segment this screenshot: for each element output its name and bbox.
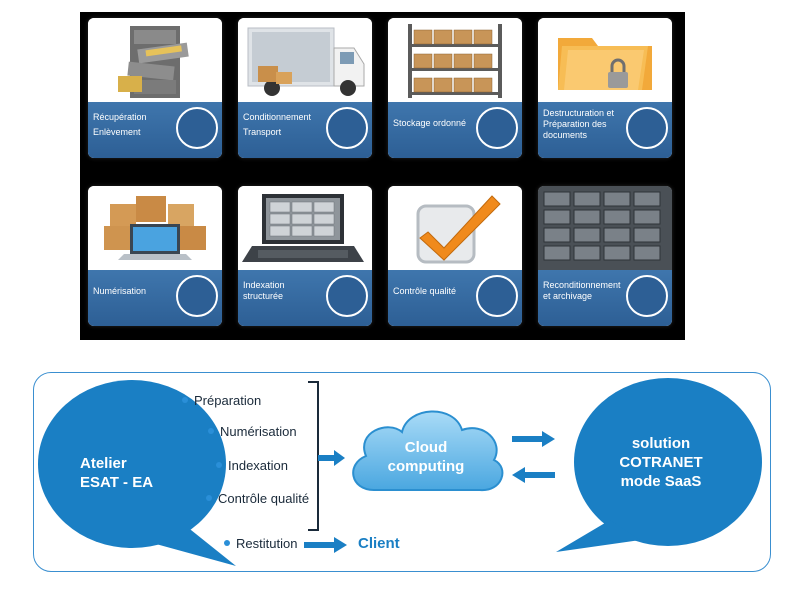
step-label: Indexation [228, 458, 288, 473]
tile-recuperation: Récupération Enlèvement [88, 18, 222, 158]
arrow-from-cotranet-icon [512, 467, 555, 483]
laptop-boxes-icon [88, 186, 222, 270]
tile-label: Conditionnement Transport [243, 112, 312, 137]
tile-band: Contrôle qualité [388, 270, 522, 326]
step-indexation: Indexation [216, 458, 288, 473]
tile-destructuration: Destructuration et Préparation des docum… [538, 18, 672, 158]
services-grid: Récupération Enlèvement Conditionnement … [80, 12, 685, 340]
left-bubble-line1: Atelier [80, 455, 127, 472]
tile-circle [476, 275, 518, 317]
locked-folder-icon [538, 18, 672, 102]
arrow-to-cotranet-icon [512, 431, 555, 447]
tile-band: Destructuration et Préparation des docum… [538, 102, 672, 158]
cloud-icon [352, 410, 504, 492]
right-bubble-line2: COTRANET [619, 454, 703, 471]
tile-conditionnement: Conditionnement Transport [238, 18, 372, 158]
tile-label: Destructuration et Préparation des docum… [543, 108, 615, 140]
bullet-icon [182, 396, 188, 403]
step-label: Contrôle qualité [218, 491, 310, 506]
laptop-drawers-icon [238, 186, 372, 270]
tile-stockage: Stockage ordonné [388, 18, 522, 158]
tile-circle [626, 275, 668, 317]
step-numerisation: Numérisation [208, 424, 297, 439]
cloud-line1: Cloud [404, 439, 448, 456]
tile-circle [326, 275, 368, 317]
tile-circle [476, 107, 518, 149]
tile-indexation: Indexation structurée [238, 186, 372, 326]
filing-cabinet-icon [88, 18, 222, 102]
tile-controle: Contrôle qualité [388, 186, 522, 326]
bullet-icon [208, 427, 214, 434]
arrow-to-client-icon [304, 537, 347, 553]
tile-label: Stockage ordonné [393, 118, 467, 128]
right-bubble-line3: mode SaaS [620, 473, 702, 490]
step-label: Restitution [236, 536, 298, 551]
left-bubble-text: Atelier ESAT - EA [80, 454, 153, 492]
tile-label: Numérisation [93, 286, 147, 296]
tile-circle [326, 107, 368, 149]
client-label: Client [358, 535, 400, 552]
left-bubble-line2: ESAT - EA [80, 474, 154, 491]
checkmark-icon [388, 186, 522, 270]
archive-drawers-icon [538, 186, 672, 270]
step-preparation: Préparation [182, 393, 261, 408]
step-label: Numérisation [220, 424, 297, 439]
truck-icon [238, 18, 372, 102]
tile-circle [176, 107, 218, 149]
right-bubble-shape [556, 378, 762, 552]
tile-label: Indexation structurée [243, 280, 285, 301]
tile-circle [176, 275, 218, 317]
tile-label: Récupération Enlèvement [93, 112, 147, 137]
left-bubble-shape [38, 380, 236, 566]
bullet-icon [206, 494, 212, 501]
tile-band: Numérisation [88, 270, 222, 326]
right-bubble-line1: solution [631, 435, 691, 452]
tile-band: Récupération Enlèvement [88, 102, 222, 158]
tile-numerisation: Numérisation [88, 186, 222, 326]
cloud-text: Cloud computing [380, 438, 472, 476]
tile-circle [626, 107, 668, 149]
step-label: Préparation [194, 393, 262, 408]
step-restitution: Restitution [224, 536, 297, 551]
tile-band: Reconditionnement et archivage [538, 270, 672, 326]
cloud-line2: computing [387, 458, 465, 475]
tile-band: Conditionnement Transport [238, 102, 372, 158]
tile-band: Indexation structurée [238, 270, 372, 326]
tile-reconditionnement: Reconditionnement et archivage [538, 186, 672, 326]
tile-band: Stockage ordonné [388, 102, 522, 158]
tile-label: Contrôle qualité [393, 286, 457, 296]
tile-label: Reconditionnement et archivage [543, 280, 621, 301]
right-bubble-text: solution COTRANET mode SaaS [596, 434, 726, 491]
bullet-icon [216, 461, 222, 468]
storage-shelves-icon [388, 18, 522, 102]
arrow-to-cloud-icon [318, 450, 345, 466]
step-controle: Contrôle qualité [206, 491, 309, 506]
bullet-icon [224, 539, 230, 546]
